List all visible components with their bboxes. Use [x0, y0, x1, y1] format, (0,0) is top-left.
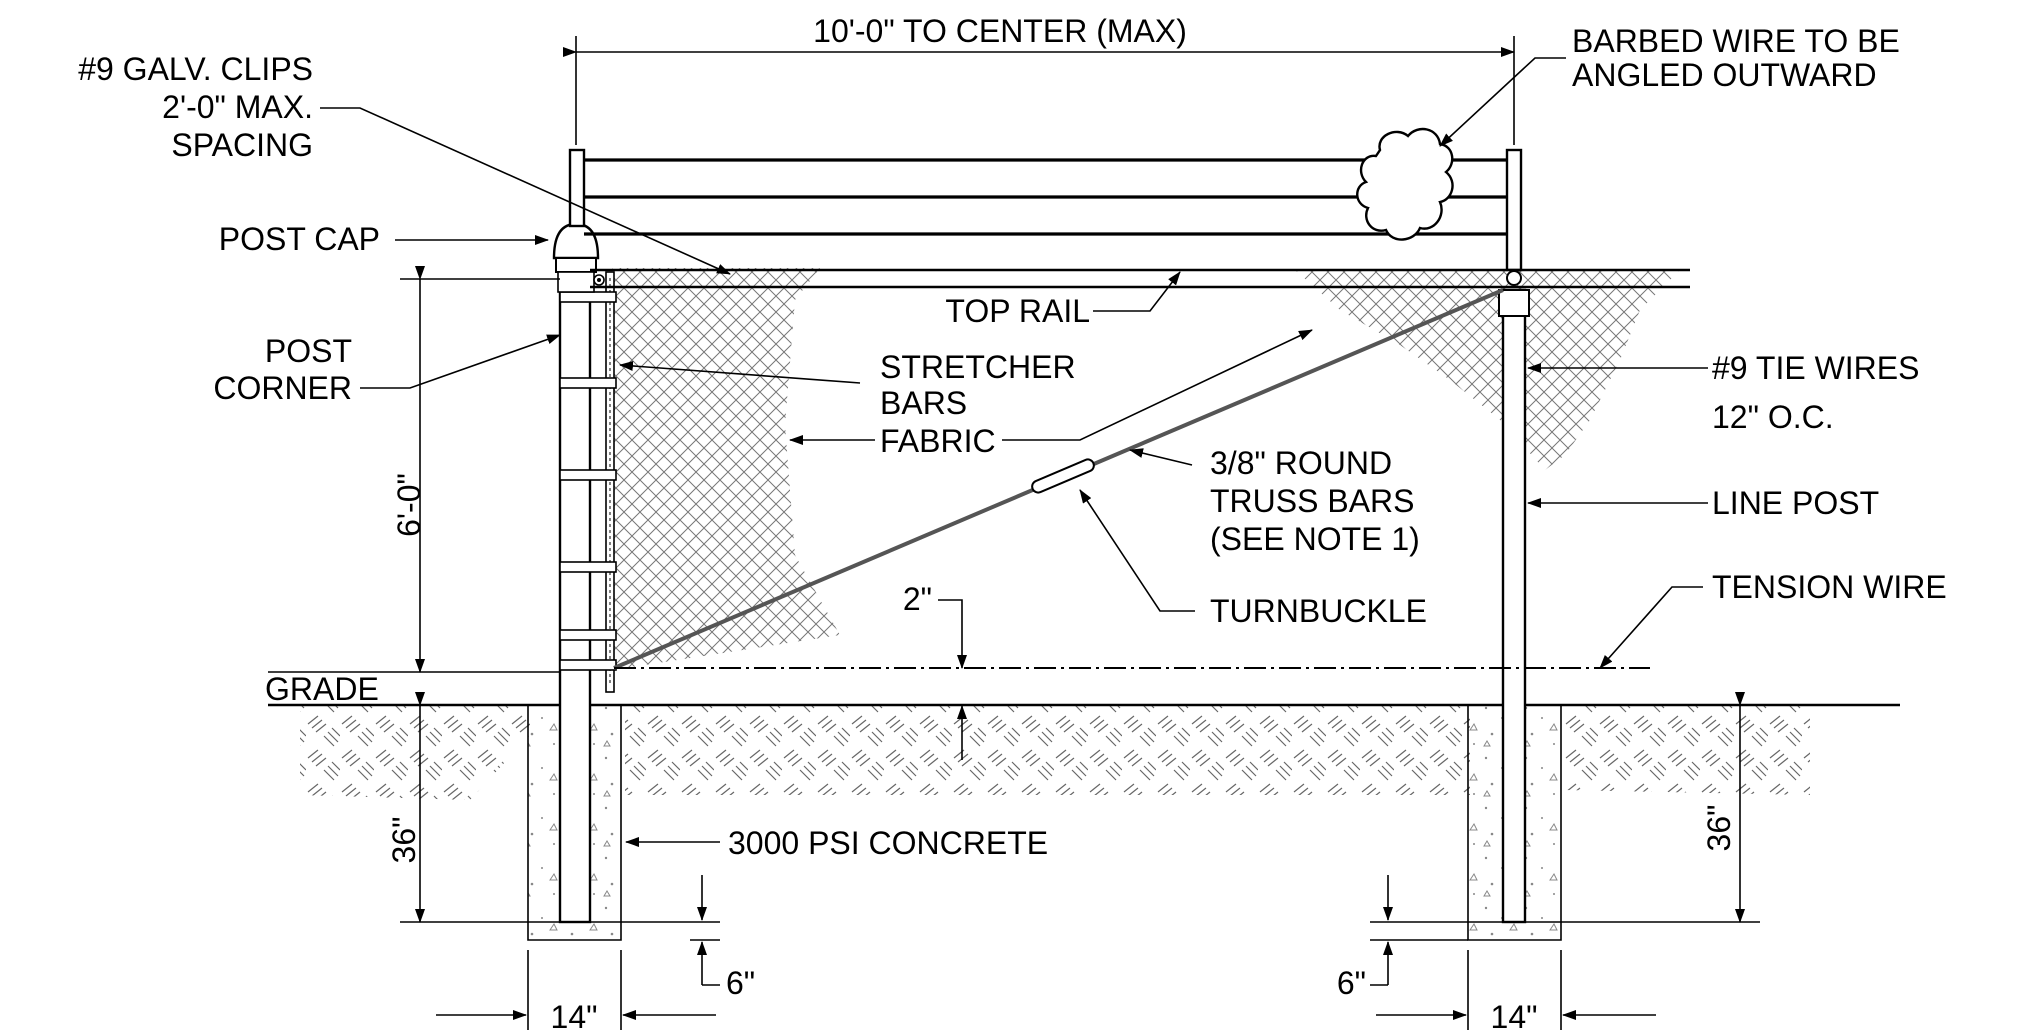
line-post	[1498, 148, 1530, 924]
turnbuckle-label: TURNBUCKLE	[1210, 593, 1427, 629]
span-dimension-label: 10'-0" TO CENTER (MAX)	[813, 13, 1187, 49]
clearance-dimension-label: 2"	[903, 581, 932, 617]
depth-left-label: 36"	[386, 817, 422, 864]
height-dimension-label: 6'-0"	[391, 473, 427, 537]
barbed-wire-label-line1: BARBED WIRE TO BE	[1572, 23, 1900, 59]
grade-label: GRADE	[265, 671, 379, 707]
fabric-label: FABRIC	[880, 423, 996, 459]
dimension-span	[563, 36, 1515, 145]
concrete-label: 3000 PSI CONCRETE	[728, 825, 1048, 861]
barbed-wire-cloud	[1356, 127, 1454, 241]
top-rail-label: TOP RAIL	[945, 293, 1090, 329]
dimension-depth-left	[400, 692, 720, 923]
dimension-height	[400, 266, 560, 673]
post-cap-label: POST CAP	[219, 221, 380, 257]
footing-left-label: 6"	[726, 965, 755, 1001]
tie-wires-label-line1: #9 TIE WIRES	[1712, 350, 1919, 386]
clips-label-line1: #9 GALV. CLIPS	[78, 51, 313, 87]
dimension-width-left	[436, 950, 716, 1030]
line-post-label: LINE POST	[1712, 485, 1879, 521]
truss-label-line3: (SEE NOTE 1)	[1210, 521, 1420, 557]
dimension-footing-left	[690, 875, 720, 986]
soil-hatch	[300, 705, 1810, 800]
stretcher-label-line2: BARS	[880, 385, 967, 421]
dimension-width-right	[1376, 950, 1656, 1030]
tension-wire-label: TENSION WIRE	[1712, 569, 1947, 605]
footing-right-label: 6"	[1337, 965, 1366, 1001]
truss-label-line2: TRUSS BARS	[1210, 483, 1414, 519]
stretcher-label-line1: STRETCHER	[880, 349, 1076, 385]
truss-label-line1: 3/8" ROUND	[1210, 445, 1392, 481]
barbed-wire-label-line2: ANGLED OUTWARD	[1572, 57, 1877, 93]
clips-label-line2: 2'-0" MAX.	[162, 89, 313, 125]
depth-right-label: 36"	[1701, 805, 1737, 852]
clips-label-line3: SPACING	[171, 127, 313, 163]
width-right-label: 14"	[1491, 999, 1538, 1033]
dimension-depth-right	[1370, 692, 1760, 923]
post-label-line2: CORNER	[213, 370, 352, 406]
leader-lines	[320, 57, 1708, 847]
post-label-line1: POST	[265, 333, 352, 369]
tie-wires-label-line2: 12" O.C.	[1712, 399, 1834, 435]
dimension-footing-right	[1370, 875, 1468, 986]
barbed-wires	[584, 158, 1507, 236]
width-left-label: 14"	[551, 999, 598, 1033]
top-rail	[590, 268, 1690, 289]
turnbuckle	[1031, 458, 1095, 494]
dimension-clearance	[938, 599, 967, 760]
